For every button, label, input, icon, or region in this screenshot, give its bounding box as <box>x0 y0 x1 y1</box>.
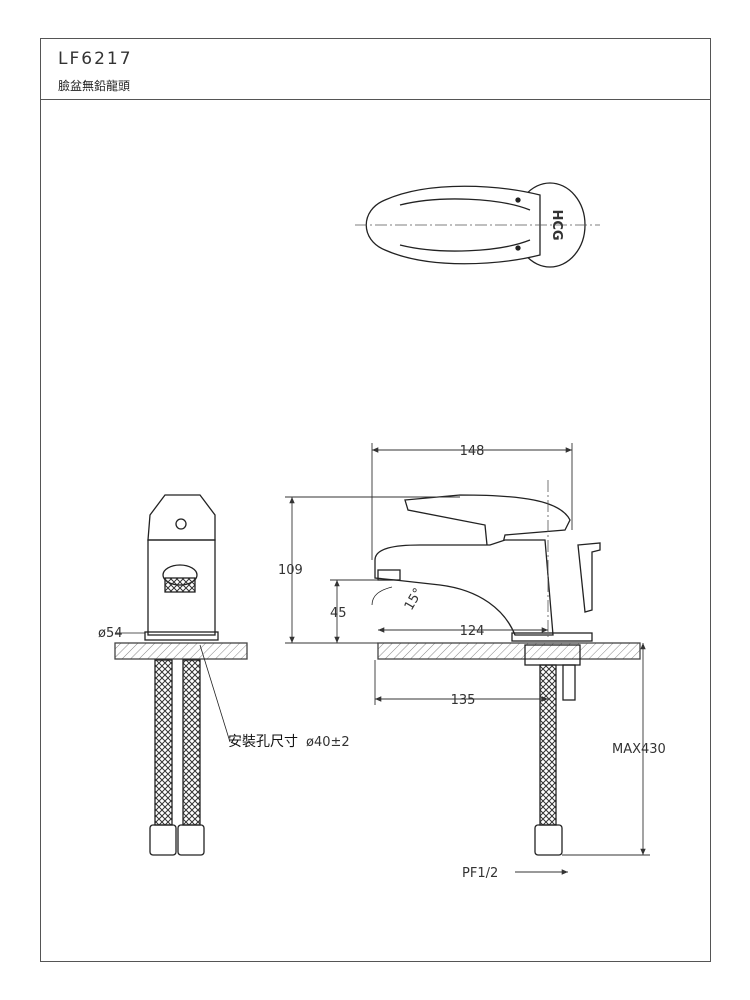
front-body <box>147 539 216 636</box>
hole-note-value: ø40±2 <box>306 735 350 750</box>
dim-max-length: MAX430 <box>612 742 666 757</box>
side-aerator <box>377 569 401 581</box>
model-number: LF6217 <box>58 49 133 69</box>
angle-arc <box>371 586 393 606</box>
dim-width-top: 148 <box>460 444 485 459</box>
dim-angle: 15° <box>402 586 427 613</box>
top-view-marker-dot-top <box>515 197 521 203</box>
side-hose-nut <box>534 824 563 856</box>
dimension-lines <box>285 443 650 875</box>
dim-height: 109 <box>278 563 303 578</box>
side-popup-rod <box>562 664 576 701</box>
top-view-handle-inner-top <box>399 198 531 211</box>
top-view-handle-inner-bottom <box>399 239 531 252</box>
product-name: 臉盆無鉛龍頭 <box>58 79 131 93</box>
top-view-marker-dot-bottom <box>515 245 521 251</box>
drawing-frame <box>40 38 711 962</box>
top-view <box>355 182 600 268</box>
top-view-handle-outline <box>365 185 541 265</box>
side-body <box>374 539 554 636</box>
front-handle-screw <box>175 518 187 530</box>
header-divider <box>40 99 711 100</box>
dim-spout-reach: 124 <box>460 624 485 639</box>
dim-base-depth: 135 <box>451 693 476 708</box>
front-counter-section <box>114 642 248 660</box>
dim-base-diameter: ø54 <box>98 626 123 641</box>
hole-note-leader <box>199 644 231 743</box>
front-nut-right <box>177 824 205 856</box>
side-base-plate <box>511 632 593 642</box>
side-view <box>371 480 641 856</box>
front-handle <box>147 494 216 541</box>
front-nut-left <box>149 824 177 856</box>
front-aerator <box>164 577 196 593</box>
handle-logo: HCG <box>549 209 564 240</box>
front-hose-left <box>154 659 173 826</box>
dim-connector: PF1/2 <box>462 866 498 881</box>
side-counter-section <box>377 642 641 660</box>
side-popup-lever <box>577 542 601 613</box>
dim-spout-height: 45 <box>330 606 347 621</box>
front-view <box>114 494 248 856</box>
front-base-plate <box>144 631 219 641</box>
front-hose-right <box>182 659 201 826</box>
side-hose <box>539 664 557 826</box>
hole-note-label: 安裝孔尺寸 <box>228 734 298 750</box>
